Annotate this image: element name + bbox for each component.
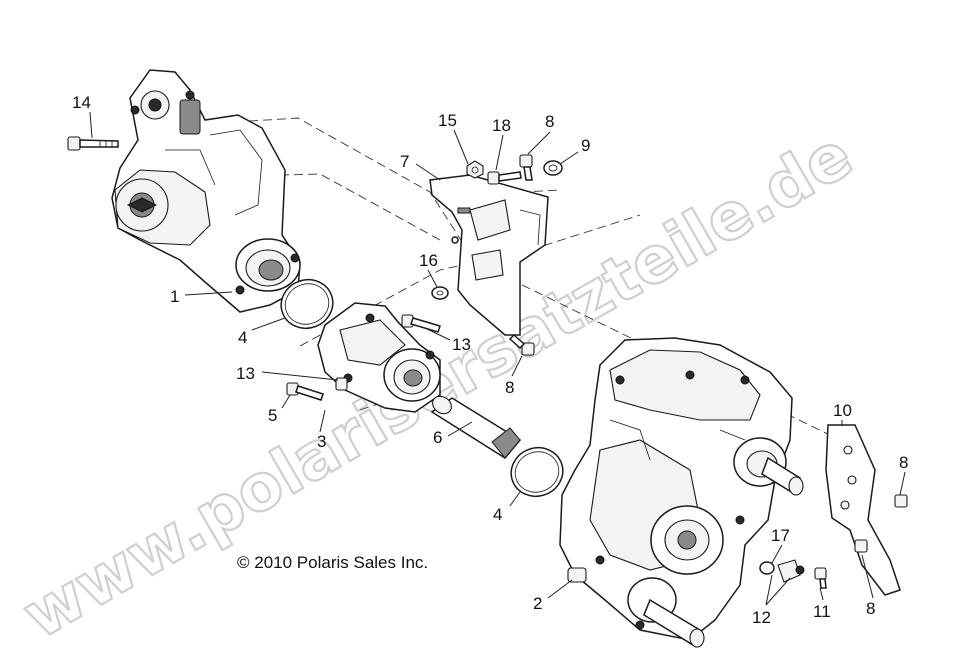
o-ring-part-4-upper [280,279,334,329]
callout-3: 3 [317,432,326,451]
bolt-part-11 [814,567,827,589]
callout-8-right: 8 [899,453,908,472]
nut-part-15 [466,160,484,179]
bolt-part-13-upper [401,314,441,333]
bolt-part-18 [487,171,522,185]
bolt-part-8-middle [508,333,535,356]
sensor-part-12 [777,559,805,583]
bolt-part-14 [67,136,119,151]
callout-labels: 14 1 4 13 5 3 13 8 16 7 15 18 8 9 6 4 2 … [72,93,908,627]
bolt-part-8-upper [519,154,533,181]
front-gearcase-part-1 [111,69,301,313]
transmission-part-2 [559,337,804,648]
callout-17: 17 [771,526,790,545]
housing-part-3 [317,302,441,413]
bolt-part-8-lower-right [854,539,868,553]
callout-2: 2 [533,594,542,613]
washer-part-16 [431,286,449,300]
callout-6: 6 [433,428,442,447]
o-ring-part-4-lower [510,447,564,497]
copyright-text: © 2010 Polaris Sales Inc. [237,553,428,572]
callout-14: 14 [72,93,91,112]
callout-4-upper: 4 [238,328,247,347]
washer-part-9 [543,160,563,176]
callout-18: 18 [492,116,511,135]
callout-1: 1 [170,287,179,306]
bolt-part-8-right [894,494,908,508]
callout-4-lower: 4 [493,505,502,524]
callout-8-lower-right: 8 [866,599,875,618]
callout-13-lower: 13 [236,364,255,383]
shaft-part-6 [430,395,522,459]
bracket-part-7 [429,174,549,336]
callout-8-middle: 8 [505,378,514,397]
bracket-part-10 [825,424,901,596]
callout-11: 11 [813,602,831,621]
callout-5: 5 [268,406,277,425]
callout-12: 12 [752,608,771,627]
callout-15: 15 [438,111,457,130]
bolt-part-5 [286,382,324,401]
callout-8-upper: 8 [545,112,554,131]
callout-7: 7 [400,152,409,171]
callout-16: 16 [419,251,438,270]
callout-9: 9 [581,136,590,155]
callout-13-upper: 13 [452,335,471,354]
o-ring-part-17 [759,561,775,575]
leader-lines [89,111,906,606]
callout-10: 10 [833,401,852,420]
bolt-part-13-lower [335,377,348,391]
